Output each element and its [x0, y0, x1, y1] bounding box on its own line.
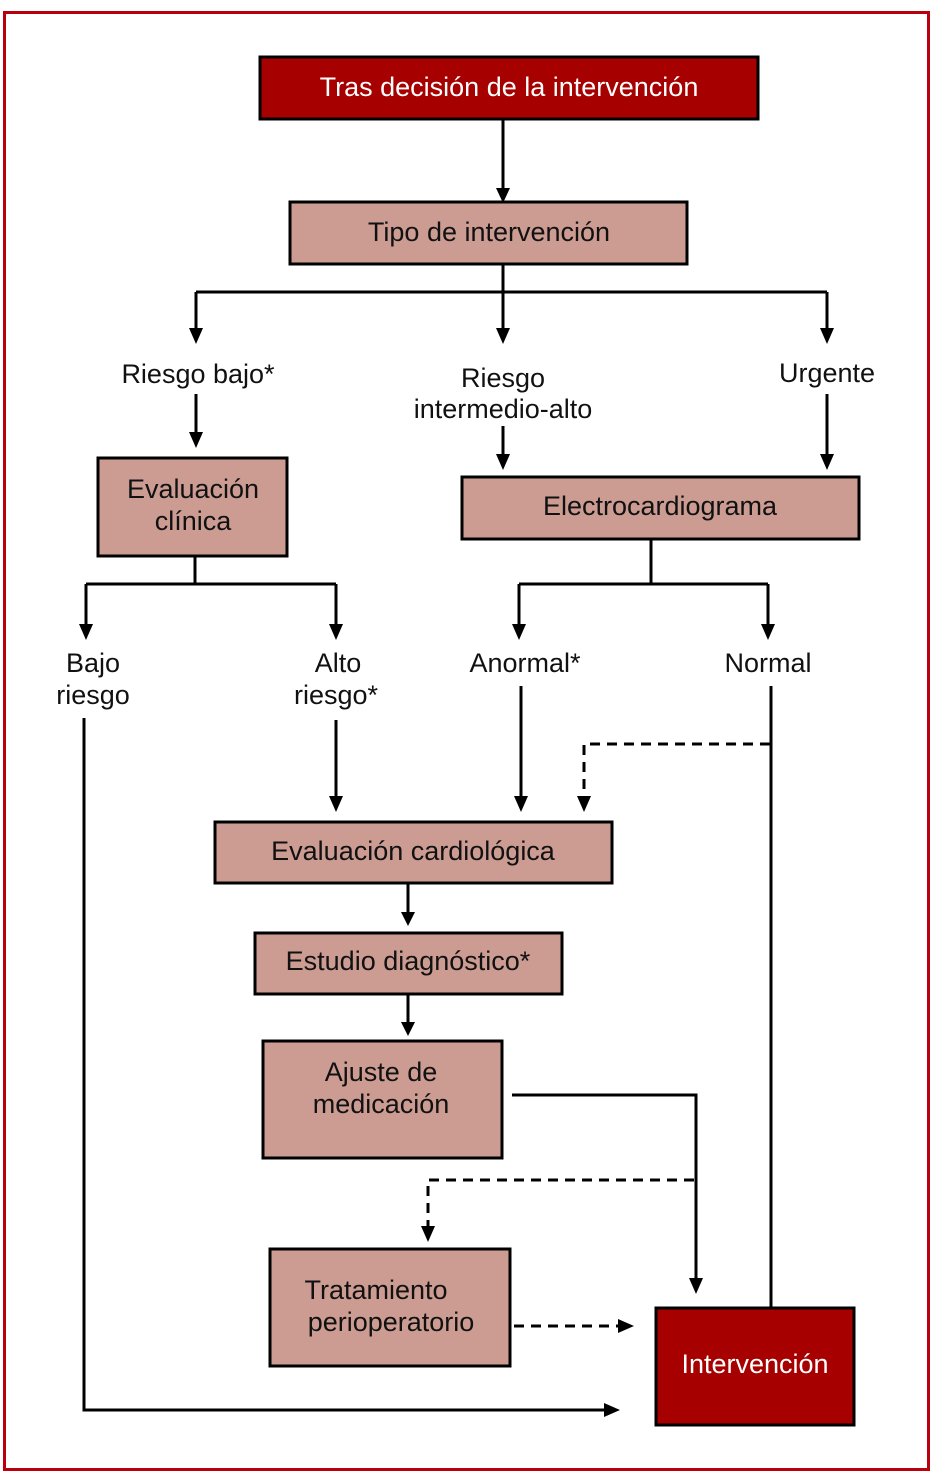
- arrowhead: [401, 912, 415, 926]
- label-riesgo-intermedio-line2: intermedio-alto: [414, 394, 593, 424]
- arrowhead: [618, 1319, 634, 1333]
- arrowhead: [761, 624, 775, 640]
- label-bajo-riesgo-line2: riesgo: [56, 680, 130, 710]
- node-estudio-diagnostico: Estudio diagnóstico*: [253, 931, 564, 996]
- label-normal: Normal: [724, 648, 811, 678]
- arrowhead: [401, 1022, 415, 1036]
- label-anormal: Anormal*: [469, 648, 581, 678]
- arrowhead: [496, 328, 510, 344]
- arrowhead: [189, 328, 203, 344]
- node-tipo-intervencion: Tipo de intervención: [288, 200, 689, 266]
- arrowhead: [496, 188, 510, 203]
- arrowhead: [189, 432, 203, 448]
- label-bajo-riesgo-line1: Bajo: [66, 648, 120, 678]
- node-eval-clinica-line2: clínica: [155, 506, 233, 536]
- outer-frame: [3, 11, 930, 1471]
- arrowhead: [577, 796, 591, 812]
- label-riesgo-bajo: Riesgo bajo*: [121, 359, 275, 389]
- node-eval-cardio-label: Evaluación cardiológica: [271, 836, 556, 866]
- edge-ajuste-tratamiento-dashed: [426, 1178, 694, 1228]
- node-ajuste-line2: medicación: [313, 1089, 450, 1119]
- arrowhead: [689, 1278, 703, 1294]
- node-tratamiento-perioperatorio: Tratamiento perioperatorio: [268, 1247, 512, 1368]
- arrowhead: [512, 624, 526, 640]
- label-alto-riesgo-line1: Alto: [315, 648, 362, 678]
- arrowhead: [421, 1226, 435, 1242]
- label-alto-riesgo-line2: riesgo*: [294, 680, 379, 710]
- arrowhead: [79, 624, 93, 640]
- node-estudio-label: Estudio diagnóstico*: [286, 946, 531, 976]
- edge-tipo-branches: [194, 264, 829, 330]
- node-tipo-label: Tipo de intervención: [368, 217, 610, 247]
- node-tratamiento-line2: perioperatorio: [308, 1307, 475, 1337]
- arrowhead: [329, 624, 343, 640]
- edge-ecg-branches: [517, 539, 770, 626]
- arrowhead: [820, 454, 834, 470]
- label-riesgo-intermedio-line1: Riesgo: [461, 363, 545, 393]
- arrowhead: [496, 454, 510, 470]
- node-evaluacion-cardiologica: Evaluación cardiológica: [213, 820, 614, 885]
- arrowhead: [604, 1403, 620, 1417]
- arrowhead: [514, 796, 528, 812]
- node-electrocardiograma: Electrocardiograma: [460, 475, 861, 541]
- edge-evalclinica-branches: [84, 556, 338, 626]
- node-ecg-label: Electrocardiograma: [543, 491, 778, 521]
- node-evaluacion-clinica: Evaluación clínica: [96, 456, 289, 558]
- arrowhead: [329, 796, 343, 812]
- node-start: Tras decisión de la intervención: [258, 55, 760, 121]
- edge-ajuste-intervencion: [512, 1093, 698, 1280]
- node-tratamiento-line1: Tratamiento: [304, 1275, 447, 1305]
- label-urgente: Urgente: [779, 358, 875, 388]
- connectors: [79, 119, 834, 1417]
- edge-normal-evalcardio-dashed: [582, 742, 770, 798]
- node-ajuste-line1: Ajuste de: [325, 1057, 438, 1087]
- node-eval-clinica-line1: Evaluación: [127, 474, 259, 504]
- arrowhead: [820, 328, 834, 344]
- node-ajuste-medicacion: Ajuste de medicación: [261, 1039, 504, 1160]
- node-intervencion: Intervención: [654, 1306, 856, 1427]
- node-start-label: Tras decisión de la intervención: [320, 72, 699, 102]
- node-intervencion-label: Intervención: [681, 1349, 828, 1379]
- edge-bajoriesgo-intervencion: [82, 718, 606, 1412]
